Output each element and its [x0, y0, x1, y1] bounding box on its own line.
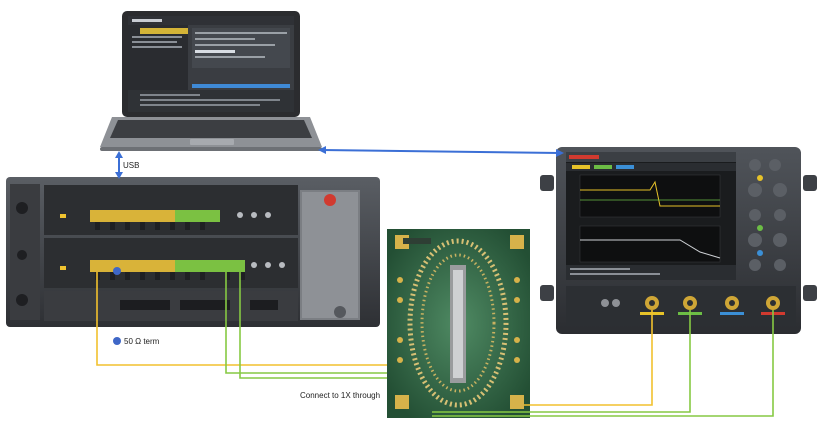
- laptop-icon: [100, 11, 322, 151]
- through-label: Connect to 1X through: [300, 391, 381, 400]
- lan-link: [318, 146, 564, 157]
- yellow-cable: [96, 272, 653, 406]
- fixture-board-icon: [387, 229, 530, 418]
- usb-link: [115, 151, 123, 179]
- term-dot-icon: [113, 337, 121, 345]
- brand-logo: [324, 194, 336, 206]
- term-label: 50 Ω term: [124, 337, 160, 346]
- term-marker: [113, 267, 121, 275]
- test-chassis-icon: [6, 177, 380, 327]
- oscilloscope-icon: [540, 147, 817, 334]
- green-cable: [225, 272, 774, 417]
- usb-label: USB: [123, 161, 140, 170]
